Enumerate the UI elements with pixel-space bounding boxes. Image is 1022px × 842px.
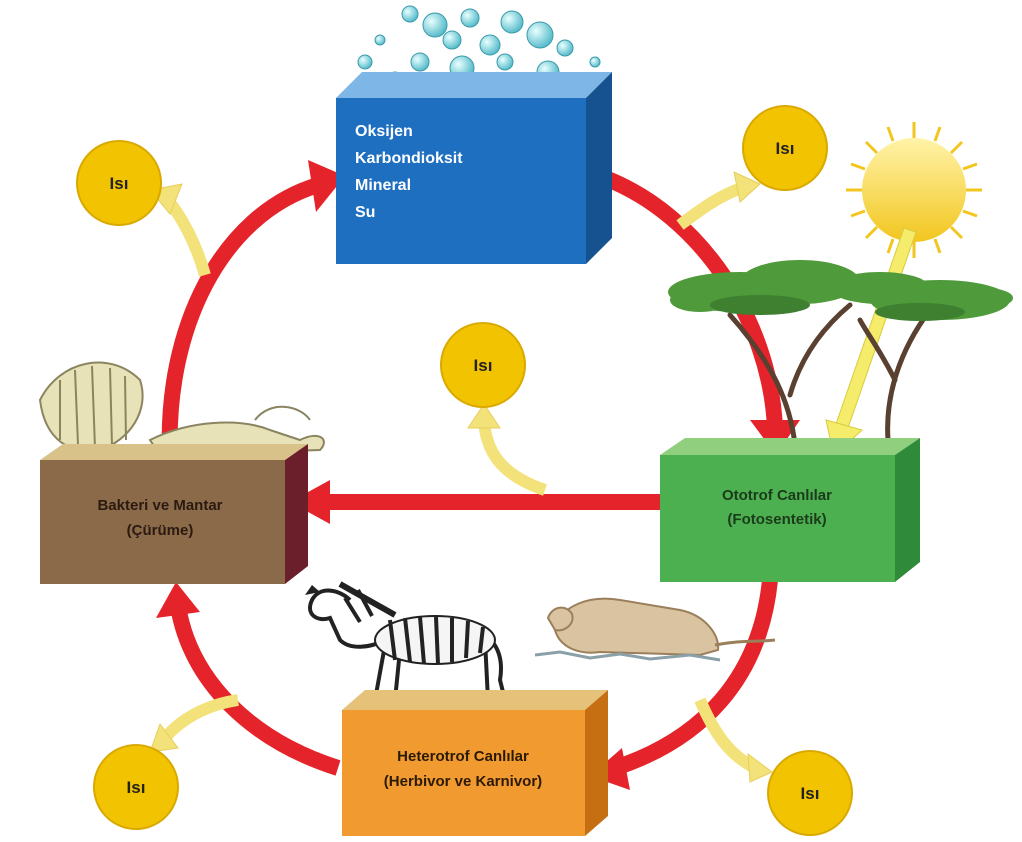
heat-arrowhead-bottom-left [149,722,179,753]
abiotic-line-mineral: Mineral [355,177,411,194]
sun-icon [846,122,982,258]
flow-arrow-autotroph-to-heterotroph [612,579,778,776]
arrowhead-decomposer-bottom [156,582,200,618]
heat-circle-bottom-left: Isı [93,744,179,830]
heat-arrow-center [478,417,547,496]
arrowhead-abiotic [308,160,345,212]
heat-circle-top-right: Isı [742,105,828,191]
heat-label: Isı [801,784,820,803]
flow-arrow-decomposer-to-abiotic [161,177,321,456]
heat-label: Isı [776,139,795,158]
heat-label: Isı [474,356,493,375]
autotroph-subtitle: (Fotosentetik) [727,511,826,528]
heat-arrow-bottom-right [694,697,758,774]
acacia-trees-icon [668,260,1013,448]
heat-circles: Isı Isı Isı Isı Isı [76,105,853,836]
heat-circle-center: Isı [440,322,526,408]
decomposer-subtitle: (Çürüme) [127,522,194,539]
heat-arrow-top-right [676,182,744,230]
zebra-icon [305,581,507,701]
abiotic-box: Oksijen Karbondioksit Mineral Su [336,72,612,264]
heat-arrowhead-bottom-right [747,752,773,783]
heat-label: Isı [110,174,129,193]
heat-circle-bottom-right: Isı [767,750,853,836]
heterotroph-title: Heterotrof Canlılar [397,748,529,765]
autotroph-title: Ototrof Canlılar [722,487,832,504]
abiotic-line-water: Su [355,204,375,221]
autotroph-box: Ototrof Canlılar (Fotosentetik) [660,438,920,582]
flow-arrow-heterotroph-to-decomposer [170,604,341,776]
abiotic-line-co2: Karbondioksit [355,150,463,167]
heat-arrowhead-center [467,403,501,429]
abiotic-line-oxygen: Oksijen [355,123,413,140]
heat-circle-top-left: Isı [76,140,162,226]
heterotroph-subtitle: (Herbivor ve Karnivor) [384,773,542,790]
heat-label: Isı [127,778,146,797]
arrowhead-autotroph [750,420,800,455]
lioness-icon [534,597,776,662]
heat-arrowhead-top-right [733,171,761,203]
decomposer-box: Bakteri ve Mantar (Çürüme) [40,444,308,584]
decomposer-title: Bakteri ve Mantar [97,497,222,514]
heat-arrow-bottom-left [160,694,239,742]
heat-arrow-top-left [163,196,211,277]
heterotroph-box: Heterotrof Canlılar (Herbivor ve Karnivo… [342,690,608,836]
arrowhead-decomposer [290,480,330,524]
